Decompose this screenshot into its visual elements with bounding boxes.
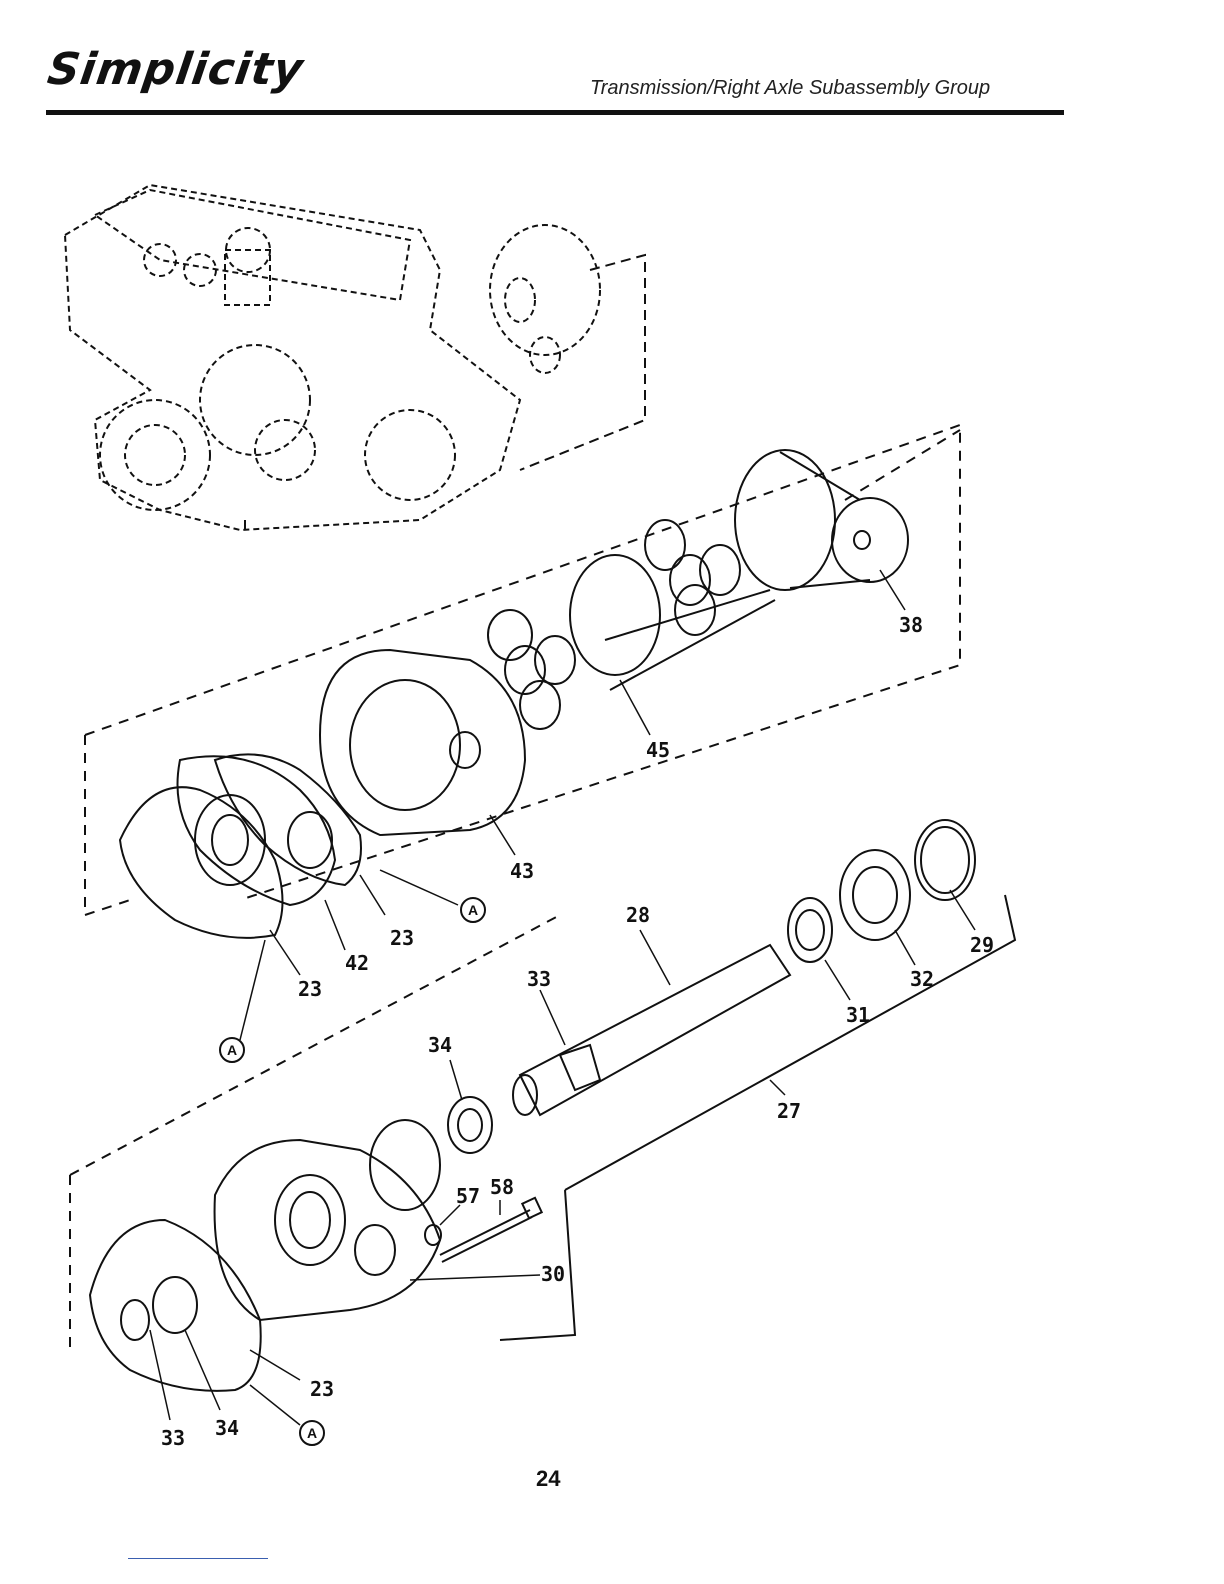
reference-mark-a3: A	[307, 1425, 317, 1441]
end-gasket-23	[90, 1220, 261, 1391]
bearing-32	[840, 850, 910, 940]
callout-31: 31	[846, 1003, 870, 1027]
leader-lines	[150, 570, 975, 1425]
callout-34-b: 34	[215, 1416, 239, 1440]
washer-34-upper	[448, 1097, 492, 1153]
callout-33-a: 33	[527, 967, 551, 991]
snap-ring-29	[915, 820, 975, 900]
footer-divider	[128, 1558, 268, 1559]
reference-mark-a1: A	[468, 902, 478, 918]
callout-57: 57	[456, 1184, 480, 1208]
callout-38: 38	[899, 613, 923, 637]
callout-34-a: 34	[428, 1033, 452, 1057]
axle-group-solid-bracket	[500, 895, 1015, 1340]
transmission-housing-phantom	[65, 185, 600, 530]
callout-23-c: 23	[310, 1377, 334, 1401]
page-number: 24	[536, 1466, 560, 1492]
callout-27: 27	[777, 1099, 801, 1123]
ring-gear-38	[735, 450, 908, 590]
callout-29: 29	[970, 933, 994, 957]
callout-23-b: 23	[298, 977, 322, 1001]
planetary-group-bracket	[85, 425, 960, 915]
callout-30: 30	[541, 1262, 565, 1286]
planet-carrier	[570, 520, 775, 690]
axle-shaft-28	[513, 945, 790, 1115]
cover-43	[320, 650, 525, 835]
callout-42: 42	[345, 951, 369, 975]
housing-bracket-line	[245, 255, 645, 530]
callout-28: 28	[626, 903, 650, 927]
callout-43: 43	[510, 859, 534, 883]
callout-23-a: 23	[390, 926, 414, 950]
axle-housing-30	[215, 1120, 440, 1320]
reference-mark-a2: A	[227, 1042, 237, 1058]
planet-gears-front	[488, 610, 575, 729]
gasket-23-upper	[215, 754, 361, 885]
callout-58: 58	[490, 1175, 514, 1199]
seal-31	[788, 898, 832, 962]
callout-45: 45	[646, 738, 670, 762]
callout-32: 32	[910, 967, 934, 991]
gasket-23-lower	[120, 787, 283, 938]
callout-33-b: 33	[161, 1426, 185, 1450]
